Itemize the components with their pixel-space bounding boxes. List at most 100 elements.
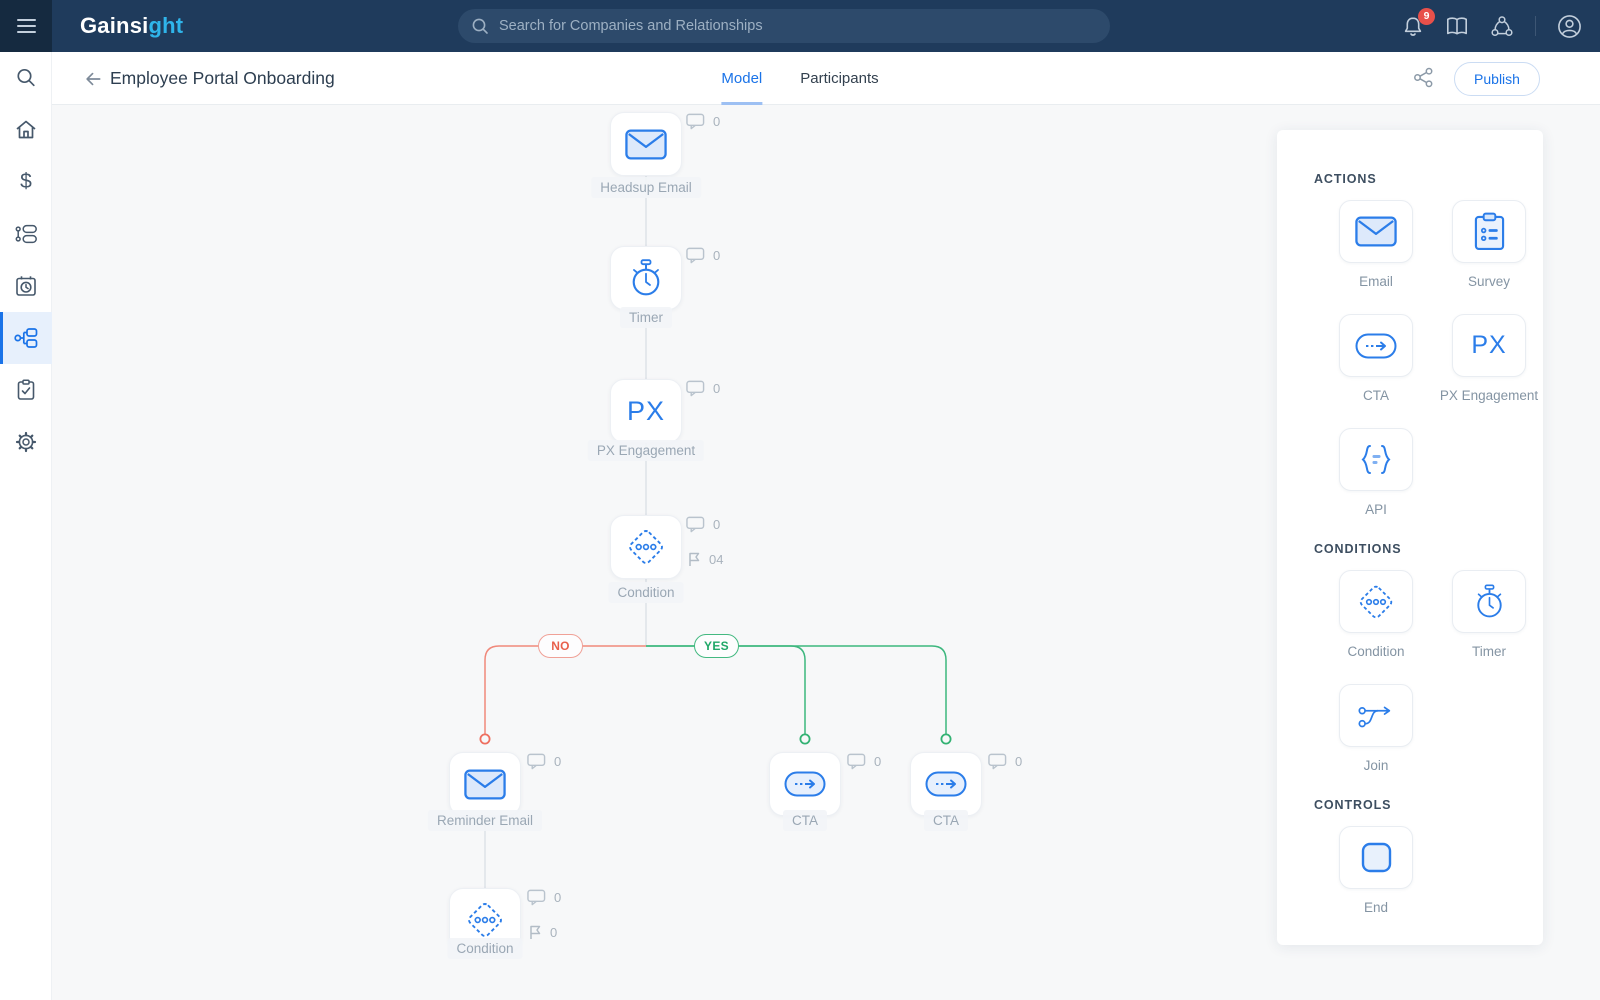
nav-menu-button[interactable] [0,0,52,52]
comment-count: 0 [554,754,562,769]
notifications-button[interactable]: 9 [1402,7,1435,38]
palette-item-label: End [1363,900,1389,915]
sidebar-item-home[interactable] [0,104,52,156]
palette-item-label: Survey [1467,274,1511,289]
condition-icon [1359,585,1393,618]
flow-node-headsup-email[interactable] [610,112,682,176]
comment-indicator[interactable]: 0 [847,753,881,770]
branch-count-indicator[interactable]: 04 [687,551,723,567]
left-sidebar: $ [0,52,52,1000]
palette-tile[interactable] [1339,570,1413,633]
sidebar-item-settings[interactable] [0,416,52,468]
palette-item-api[interactable]: API [1339,428,1413,517]
sidebar-item-search[interactable] [0,52,52,104]
flow-node-px-engagement[interactable]: PX [610,379,682,443]
palette-item-px-engagement[interactable]: PX PX Engagement [1440,314,1538,403]
branch-count: 0 [550,924,558,940]
condition-icon [468,903,502,937]
palette-tile[interactable] [1339,826,1413,889]
journey-canvas[interactable]: Headsup Email 0 Timer [52,105,1600,1000]
comment-indicator[interactable]: 0 [527,753,561,770]
node-label: CTA [924,810,968,831]
comment-icon [988,753,1007,770]
sidebar-item-revenue[interactable]: $ [0,156,52,208]
comment-count: 0 [713,114,721,129]
palette-item-label: Condition [1347,644,1405,659]
sidebar-item-rules[interactable] [0,208,52,260]
palette-item-email[interactable]: Email [1339,200,1413,289]
comment-icon [686,113,705,130]
sidebar-item-journey-orchestrator[interactable] [0,312,52,364]
clipboard-check-icon [17,379,35,400]
node-label: Headsup Email [591,177,701,198]
palette-item-end[interactable]: End [1339,826,1413,915]
header-tabs: Model Participants [721,52,879,105]
topbar-icons: 9 [1402,0,1582,52]
search-icon [17,68,35,87]
comment-indicator[interactable]: 0 [686,247,720,264]
global-search[interactable] [458,9,1110,43]
flow-node-condition[interactable] [610,515,682,579]
share-button[interactable] [1413,67,1434,93]
branch-count-indicator[interactable]: 0 [528,924,557,940]
publish-button[interactable]: Publish [1454,62,1540,96]
node-label: Condition [608,582,684,603]
palette-item-label: API [1365,502,1387,517]
palette-tile[interactable] [1452,200,1526,263]
flow-node-cta-2[interactable] [910,752,982,816]
comment-count: 0 [713,248,721,263]
palette-section-actions: ACTIONS [1314,172,1377,186]
page-header: Employee Portal Onboarding Model Partici… [0,52,1600,105]
cta-icon [784,771,826,797]
knowledge-base-button[interactable] [1445,16,1469,37]
palette-item-survey[interactable]: Survey [1452,200,1526,289]
palette-item-timer[interactable]: Timer [1452,570,1526,659]
palette-item-label: CTA [1363,388,1389,403]
palette-item-label: Join [1363,758,1389,773]
sidebar-item-surveys[interactable] [0,364,52,416]
hamburger-icon [16,15,36,37]
profile-button[interactable] [1557,14,1582,39]
avatar-icon [1558,14,1581,38]
palette-tile[interactable] [1339,428,1413,491]
flag-icon [530,925,541,939]
palette-tile[interactable] [1339,684,1413,747]
comment-indicator[interactable]: 0 [686,113,720,130]
comment-count: 0 [713,381,721,396]
cta-icon [925,771,967,797]
px-icon: PX [626,395,666,426]
book-icon [1447,16,1467,34]
palette-item-condition[interactable]: Condition [1339,570,1413,659]
search-input[interactable] [499,18,1097,34]
comment-indicator[interactable]: 0 [686,516,720,533]
tab-model[interactable]: Model [721,52,763,105]
px-icon: PX [1471,331,1507,359]
back-button[interactable] [80,66,106,92]
cta-icon [1355,333,1397,358]
logo-text: Gainsi [80,13,149,38]
node-label: CTA [783,810,827,831]
comment-indicator[interactable]: 0 [686,380,720,397]
palette-tile[interactable] [1339,314,1413,377]
community-button[interactable] [1490,15,1514,38]
sidebar-item-scheduler[interactable] [0,260,52,312]
flow-node-timer[interactable] [610,246,682,310]
condition-icon [629,530,663,564]
email-icon [464,769,506,799]
comment-indicator[interactable]: 0 [988,753,1022,770]
palette-item-join[interactable]: Join [1339,684,1413,773]
node-label: Reminder Email [427,810,543,831]
palette-item-cta[interactable]: CTA [1339,314,1413,403]
palette-section-conditions: CONDITIONS [1314,542,1402,556]
comment-count: 0 [874,754,882,769]
gear-icon [15,431,37,453]
comment-icon [527,889,546,906]
flow-node-cta-1[interactable] [769,752,841,816]
palette-tile[interactable] [1452,570,1526,633]
tab-participants[interactable]: Participants [800,69,879,87]
palette-tile[interactable]: PX [1452,314,1526,377]
palette-tile[interactable] [1339,200,1413,263]
comment-indicator[interactable]: 0 [527,889,561,906]
comment-icon [686,380,705,397]
flow-node-reminder-email[interactable] [449,752,521,816]
